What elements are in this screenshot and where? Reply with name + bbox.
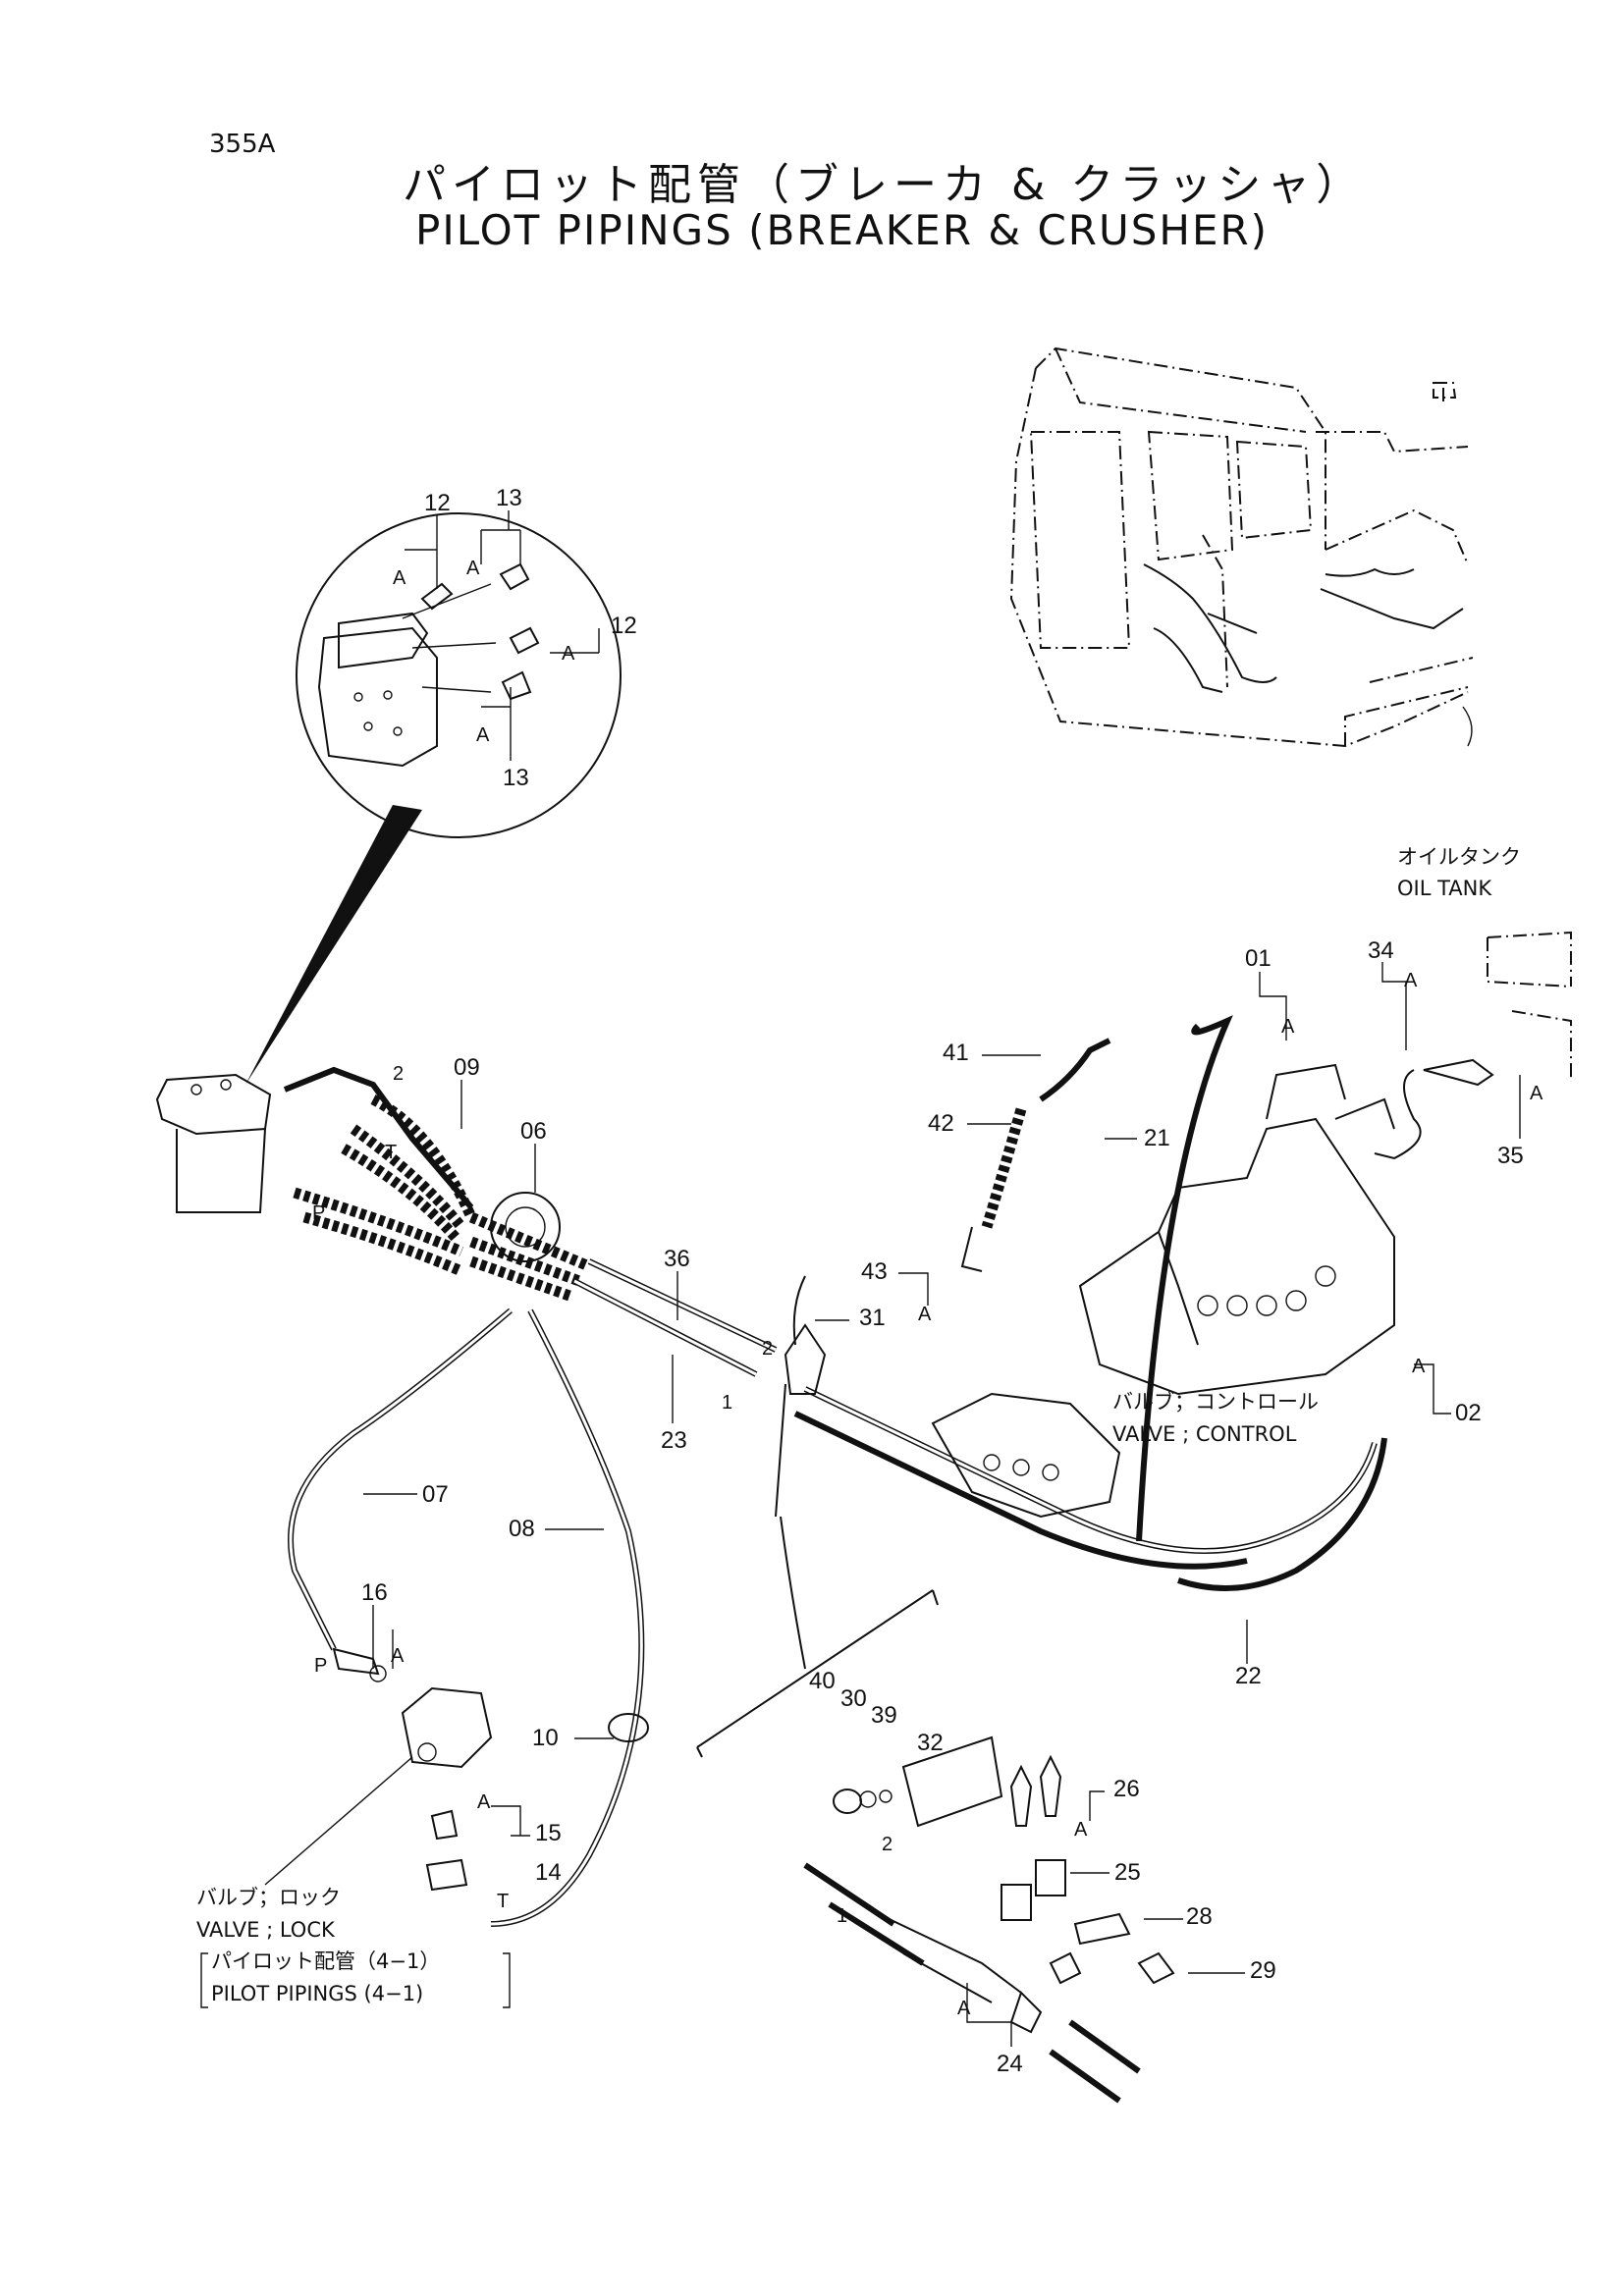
marker-a: A [477,1791,491,1813]
callout-40: 40 [809,1668,836,1694]
callout-21: 21 [1144,1125,1170,1151]
marker-a: A [957,1998,971,2019]
callout-02: 02 [1455,1400,1482,1426]
page-code: 355A [209,130,276,159]
callout-16: 16 [361,1579,388,1606]
marker-a: A [1530,1083,1543,1104]
marker-a: A [466,558,480,579]
hose-41-42 [960,1038,1111,1272]
callout-10: 10 [532,1725,559,1751]
port-p: P [312,1202,325,1224]
callout-13: 13 [496,485,522,511]
callout-36: 36 [664,1246,690,1272]
lock-valve-lines [288,1308,649,1927]
callout-01: 01 [1245,945,1271,972]
callout-08: 08 [509,1516,535,1542]
valve-control-label-jp: バルブ；コントロール [1112,1390,1319,1414]
part-callouts: 12 13 12 13 09 06 36 23 07 08 16 10 15 1… [361,485,1524,2077]
port-2: 2 [882,1834,893,1855]
callout-26: 26 [1113,1776,1140,1802]
marker-a: A [1281,1016,1295,1038]
reference-label-jp: パイロット配管（4−1） [211,1949,440,1973]
page-title-en: PILOT PIPINGS (BREAKER & CRUSHER) [415,206,1270,254]
callout-23: 23 [661,1427,687,1454]
marker-a: A [562,643,575,665]
marker-a: A [1074,1819,1088,1841]
port-p: P [314,1655,327,1677]
port-t: T [385,1142,397,1163]
callout-15: 15 [535,1820,562,1846]
marker-a: A [391,1645,405,1667]
hose-22 [1177,1437,1387,1591]
port-1: 1 [722,1392,732,1414]
page-title-jp: パイロット配管（ブレーカ & クラッシャ） [403,160,1366,210]
small-control-valve [931,1392,1121,1519]
pilot-valve-block [155,1073,272,1213]
callout-leaders [363,510,1521,2047]
valve-lock-label-en: VALVE ; LOCK [196,1918,336,1942]
bottom-detail-assembly [696,1516,1175,2104]
callout-22: 22 [1235,1663,1262,1689]
callout-41: 41 [943,1040,969,1066]
valve-control-label-en: VALVE ; CONTROL [1112,1422,1297,1446]
port-1: 1 [837,1905,847,1927]
oil-tank-label-en: OIL TANK [1397,877,1492,900]
port-2: 2 [393,1063,404,1085]
callout-12: 12 [611,613,637,639]
hose-bundle [283,1066,592,1302]
port-t: T [497,1891,509,1912]
reference-label-en: PILOT PIPINGS (4−1) [211,1982,423,2005]
callout-31: 31 [859,1305,886,1331]
callout-06: 06 [520,1118,547,1145]
valve-lock-label-jp: バルブ；ロック [196,1886,341,1909]
marker-a: A [1412,1356,1426,1377]
oil-tank-illustration [1374,931,1572,1160]
callout-43: 43 [861,1258,888,1285]
bracket-assembly [775,1275,827,1518]
lock-valve [332,1647,493,1892]
marker-a: A [393,567,406,589]
callout-13: 13 [503,765,529,791]
oil-tank-label-jp: オイルタンク [1397,845,1521,869]
control-valve-illustration [1078,1063,1395,1396]
connection-markers: A A A A A A A A A A A A A 2 T P 2 1 P T … [312,558,1543,2019]
callout-25: 25 [1114,1859,1141,1886]
callout-35: 35 [1497,1143,1524,1169]
callout-24: 24 [997,2051,1023,2077]
callout-07: 07 [422,1481,449,1508]
component-notes: オイルタンク OIL TANK バルブ；コントロール VALVE ; CONTR… [196,845,1521,2008]
callout-32: 32 [917,1730,944,1756]
magnified-detail-circle [245,512,622,1085]
marker-a: A [918,1304,932,1325]
excavator-cab-illustration [1009,347,1474,748]
pipe-lines [572,1015,1378,1570]
callout-42: 42 [928,1110,954,1137]
callout-39: 39 [871,1702,897,1729]
marker-a: A [1404,970,1418,991]
port-2: 2 [762,1338,773,1360]
callout-30: 30 [840,1685,867,1712]
callout-34: 34 [1368,937,1394,964]
callout-09: 09 [454,1054,480,1081]
callout-12: 12 [424,490,451,516]
callout-14: 14 [535,1859,562,1886]
marker-a: A [476,724,490,746]
callout-29: 29 [1250,1957,1276,1984]
callout-28: 28 [1186,1903,1213,1930]
